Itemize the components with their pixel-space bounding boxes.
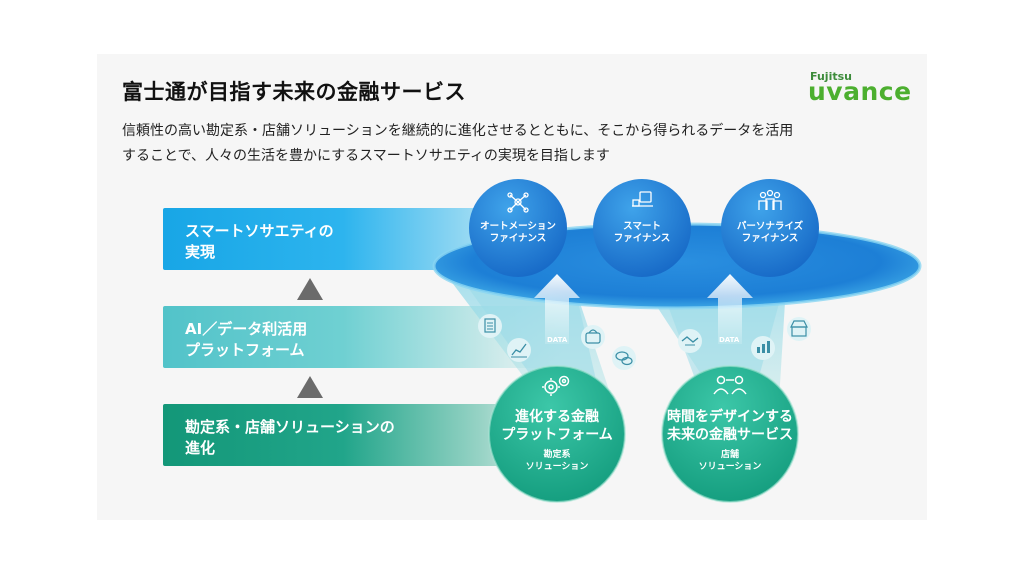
label-line2: ファイナンス bbox=[613, 233, 671, 244]
data-label-right: DATA bbox=[719, 336, 740, 344]
top-circle-automation bbox=[469, 179, 567, 277]
chat-icon bbox=[612, 346, 636, 370]
top-circle-personalize bbox=[721, 179, 819, 277]
people-exchange-icon bbox=[713, 375, 747, 395]
up-arrow-triangle bbox=[297, 278, 323, 300]
document-icon bbox=[478, 314, 502, 338]
label-line1: オートメーション bbox=[480, 221, 556, 232]
smart-device-icon bbox=[632, 191, 653, 207]
label-line2: 未来の金融サービス bbox=[667, 427, 793, 443]
page-title: 富士通が目指す未来の金融サービス bbox=[122, 80, 466, 104]
stage-label-line2: 実現 bbox=[185, 243, 216, 261]
wallet-icon bbox=[581, 325, 605, 349]
top-circle-personalize-label: パーソナライズ ファイナンス bbox=[720, 221, 820, 245]
logo-brand: Fujitsu bbox=[810, 70, 852, 83]
sublabel-line2: ソリューション bbox=[698, 462, 762, 472]
page-subtitle: 信頼性の高い勘定系・店舗ソリューションを継続的に進化させるとともに、そこから得ら… bbox=[122, 119, 902, 169]
subtitle-line-1: 信頼性の高い勘定系・店舗ソリューションを継続的に進化させるとともに、そこから得ら… bbox=[122, 123, 794, 139]
stage-label-line2: 進化 bbox=[185, 439, 216, 457]
bottom-circle-platform-sublabel: 勘定系 ソリューション bbox=[482, 449, 632, 473]
logo-product: uvance bbox=[808, 77, 912, 106]
up-arrow-triangle bbox=[297, 376, 323, 398]
subtitle-line-2: することで、人々の生活を豊かにするスマートソサエティの実現を目指します bbox=[122, 148, 610, 164]
bottom-circle-future-sublabel: 店舗 ソリューション bbox=[655, 449, 805, 473]
sublabel-line1: 店舗 bbox=[720, 450, 739, 460]
bottom-circle-future-label: 時間をデザインする 未来の金融サービス bbox=[655, 408, 805, 444]
funnel-graphic bbox=[432, 179, 922, 503]
line-chart-icon bbox=[507, 338, 531, 362]
stage-label-line1: AI／データ利活用 bbox=[185, 320, 308, 338]
label-line1: 時間をデザインする bbox=[667, 409, 793, 425]
top-circle-smart-label: スマート ファイナンス bbox=[592, 221, 692, 245]
fujitsu-uvance-logo: Fujitsu uvance bbox=[808, 70, 911, 110]
label-line2: プラットフォーム bbox=[501, 427, 613, 443]
stage-label-line1: 勘定系・店舗ソリューションの bbox=[185, 418, 395, 436]
top-circle-automation-label: オートメーション ファイナンス bbox=[468, 221, 568, 245]
slide: 富士通が目指す未来の金融サービス 信頼性の高い勘定系・店舗ソリューションを継続的… bbox=[97, 54, 927, 520]
bottom-circle-future-service bbox=[661, 365, 799, 503]
people-icon bbox=[758, 189, 782, 210]
label-line1: 進化する金融 bbox=[515, 409, 599, 425]
bottom-circle-platform-label: 進化する金融 プラットフォーム bbox=[482, 408, 632, 444]
label-line1: スマート bbox=[623, 221, 661, 232]
handshake-icon bbox=[678, 329, 702, 353]
sublabel-line2: ソリューション bbox=[525, 462, 589, 472]
sublabel-line1: 勘定系 bbox=[543, 450, 571, 460]
stage-label-line2: プラットフォーム bbox=[185, 341, 305, 359]
up-arrow-left bbox=[534, 274, 580, 344]
stage-label-line1: スマートソサエティの bbox=[185, 222, 334, 240]
label-line2: ファイナンス bbox=[741, 233, 799, 244]
data-label-left: DATA bbox=[547, 336, 568, 344]
label-line1: パーソナライズ bbox=[736, 221, 804, 232]
top-circle-smart bbox=[593, 179, 691, 277]
bar-chart-icon bbox=[751, 336, 775, 360]
store-icon bbox=[787, 317, 811, 341]
up-arrow-right bbox=[707, 274, 753, 344]
gears-icon bbox=[542, 375, 570, 396]
network-icon bbox=[507, 192, 529, 213]
label-line2: ファイナンス bbox=[489, 233, 547, 244]
bottom-circle-platform bbox=[488, 365, 626, 503]
